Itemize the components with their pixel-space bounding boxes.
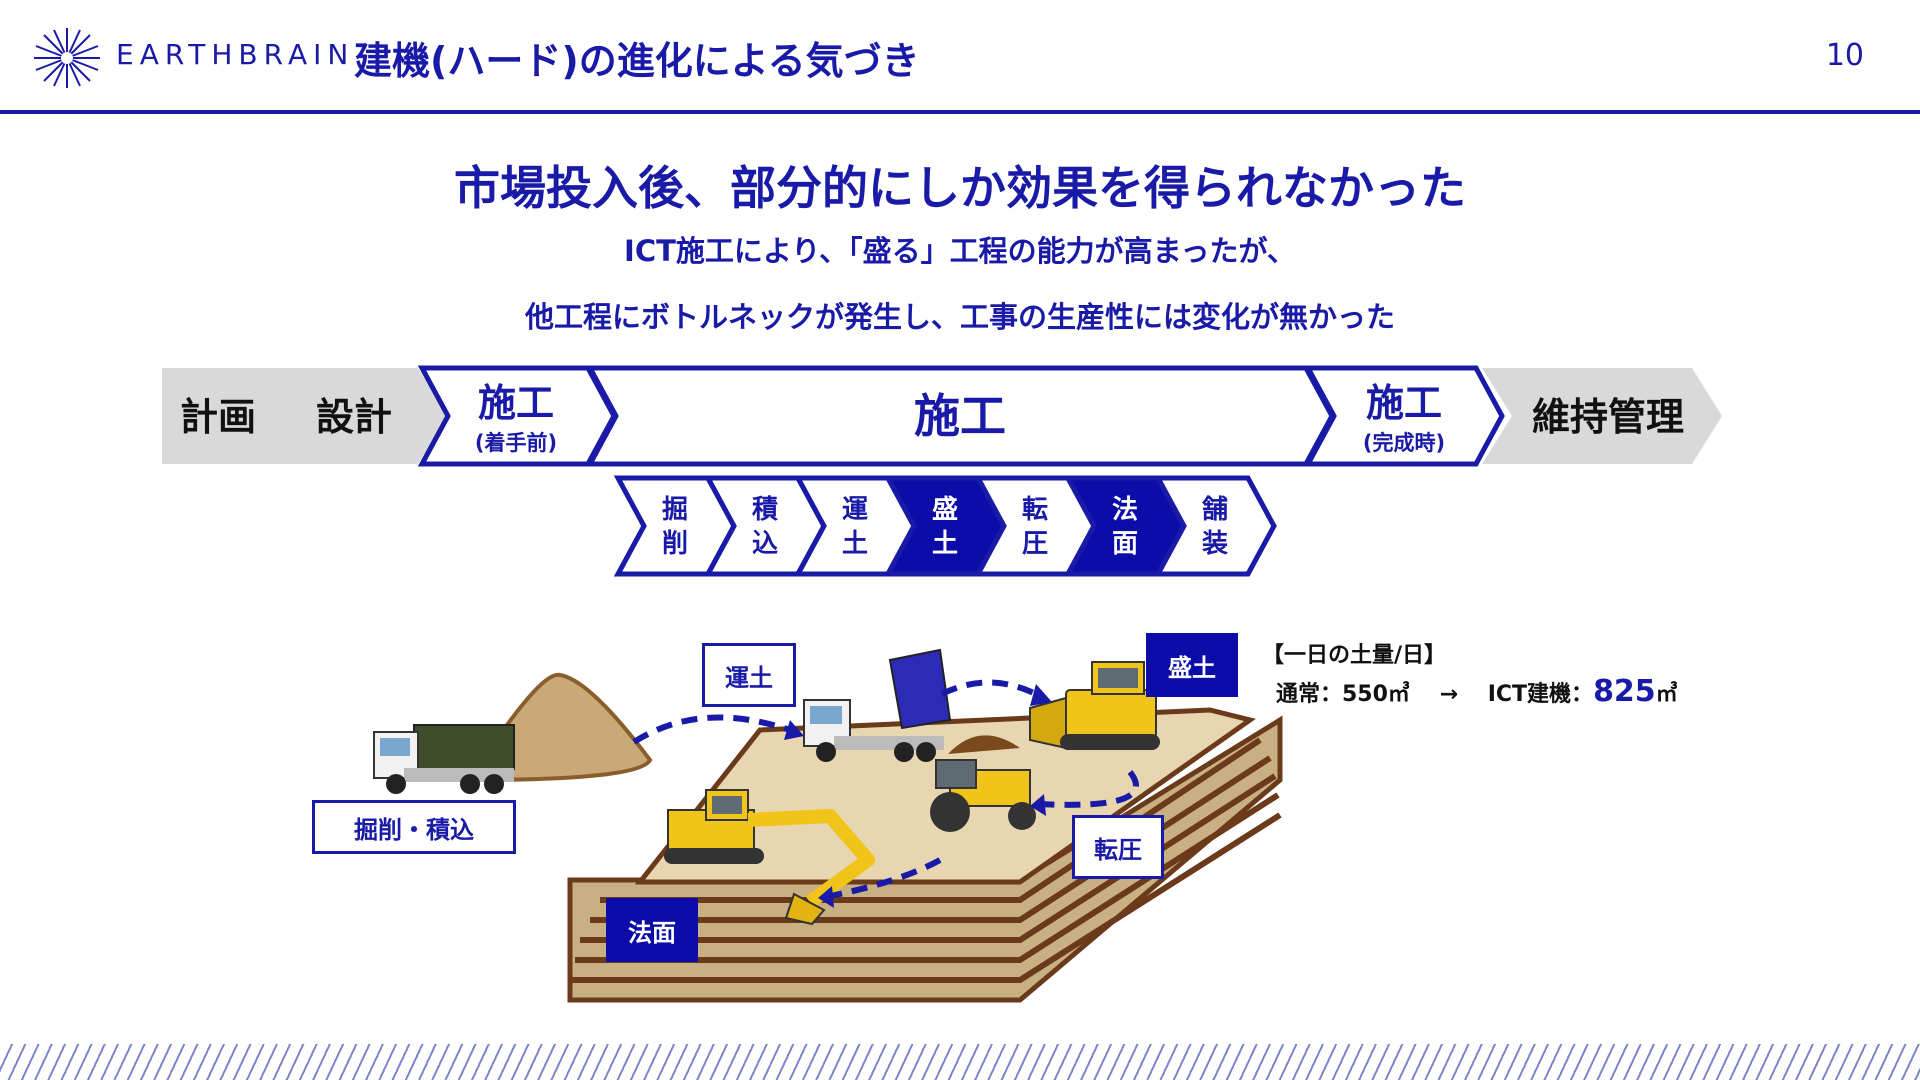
step-label: 圧 bbox=[1022, 529, 1048, 559]
phase-construction-before-sub: (着手前) bbox=[475, 431, 557, 455]
bulldozer-icon bbox=[1030, 662, 1160, 750]
phase-plan-label: 計画 bbox=[180, 395, 256, 439]
phase-flow: 計画 設計 施工 (着手前) 施工 施工 (完成時) 維持管理 掘削積込運土盛土… bbox=[0, 360, 1920, 590]
soil-volume-ict-label: ICT建機： bbox=[1488, 682, 1593, 707]
soil-volume-comparison: 通常：550㎥ → ICT建機：825㎥ bbox=[1262, 674, 1678, 713]
step-label: 転 bbox=[1022, 495, 1048, 525]
header-divider bbox=[0, 110, 1920, 114]
subline-2: 他工程にボトルネックが発生し、工事の生産性には変化が無かった bbox=[0, 294, 1920, 336]
soil-volume-normal: 通常：550㎥ bbox=[1276, 682, 1410, 707]
step-label: 盛 bbox=[932, 494, 958, 525]
flow-arrow-transport-to-fill bbox=[942, 682, 1040, 696]
phase-construction-before-label: 施工 bbox=[478, 381, 554, 425]
soil-volume-title: 【一日の土量/日】 bbox=[1262, 638, 1678, 674]
step-label: 掘 bbox=[662, 495, 688, 525]
label-slope: 法面 bbox=[606, 898, 698, 962]
soil-volume-info: 【一日の土量/日】 通常：550㎥ → ICT建機：825㎥ bbox=[1262, 638, 1678, 713]
step-label: 積 bbox=[752, 495, 778, 525]
dump-truck-loaded-icon bbox=[374, 725, 514, 794]
phase-design-label: 設計 bbox=[316, 395, 392, 439]
soil-volume-arrow: → bbox=[1440, 682, 1458, 707]
headline: 市場投入後、部分的にしか効果を得られなかった bbox=[0, 152, 1920, 218]
soil-volume-ict-unit: ㎥ bbox=[1656, 682, 1678, 707]
step-label: 装 bbox=[1202, 529, 1228, 559]
subline-1: ICT施工により、「盛る」工程の能力が高まったが、 bbox=[0, 228, 1920, 270]
label-transport: 運土 bbox=[702, 643, 796, 707]
step-label: 法 bbox=[1112, 495, 1138, 525]
earthbrain-logo-icon bbox=[32, 26, 102, 90]
phase-construction-after-sub: (完成時) bbox=[1363, 431, 1445, 455]
soil-volume-ict-value: 825 bbox=[1593, 674, 1656, 709]
step-label: 土 bbox=[842, 529, 868, 559]
step-label: 運 bbox=[842, 495, 868, 525]
dump-truck-unloading-icon bbox=[804, 650, 1020, 762]
phase-construction-after-label: 施工 bbox=[1366, 381, 1442, 425]
page-number: 10 bbox=[1826, 38, 1864, 73]
header: EARTHBRAIN 建機(ハード)の進化による気づき 10 bbox=[0, 0, 1920, 112]
step-label: 削 bbox=[662, 529, 688, 559]
label-excavate-load: 掘削・積込 bbox=[312, 800, 516, 854]
step-label: 土 bbox=[932, 529, 958, 559]
brand-name: EARTHBRAIN bbox=[116, 38, 354, 71]
page-title: 建機(ハード)の進化による気づき bbox=[354, 30, 920, 85]
phase-construction-label: 施工 bbox=[914, 389, 1006, 443]
step-label: 面 bbox=[1112, 529, 1138, 559]
phase-maintenance-label: 維持管理 bbox=[1532, 395, 1684, 439]
label-fill: 盛土 bbox=[1146, 633, 1238, 697]
step-label: 舗 bbox=[1201, 495, 1228, 525]
step-label: 込 bbox=[752, 529, 778, 559]
label-compaction: 転圧 bbox=[1072, 815, 1164, 879]
footer-stripes bbox=[0, 1044, 1920, 1080]
